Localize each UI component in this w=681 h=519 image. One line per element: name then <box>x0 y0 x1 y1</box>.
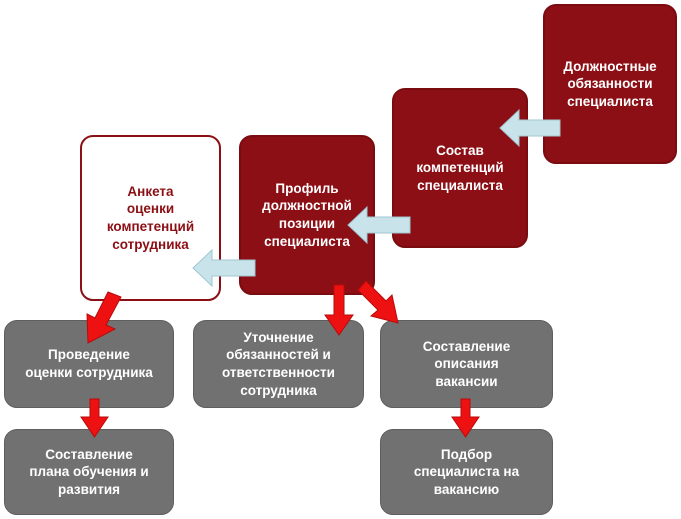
profile-text: Профиль должностной позиции специалиста <box>262 180 352 249</box>
training-plan-text: Составление плана обучения и развития <box>29 446 149 497</box>
profile-box: Профиль должностной позиции специалиста <box>239 135 375 295</box>
duties-box: Должностные обязанности специалиста <box>543 4 677 164</box>
duties-text: Должностные обязанности специалиста <box>563 58 657 109</box>
clarification-text: Уточнение обязанностей и ответственности… <box>222 329 335 398</box>
assessment-text: Проведение оценки сотрудника <box>25 347 153 380</box>
selection-text: Подбор специалиста на вакансию <box>413 446 520 497</box>
vacancy-description-text: Составление описания вакансии <box>422 338 511 389</box>
vacancy-description-box: Составление описания вакансии <box>380 320 553 408</box>
selection-box: Подбор специалиста на вакансию <box>380 429 553 515</box>
competencies-text: Состав компетенций специалиста <box>416 142 504 193</box>
competencies-box: Состав компетенций специалиста <box>392 88 528 248</box>
training-plan-box: Составление плана обучения и развития <box>4 429 174 515</box>
clarification-box: Уточнение обязанностей и ответственности… <box>193 320 364 408</box>
assessment-box: Проведение оценки сотрудника <box>4 320 174 408</box>
questionnaire-box: Анкета оценки компетенций сотрудника <box>80 135 221 301</box>
questionnaire-text: Анкета оценки компетенций сотрудника <box>106 183 195 252</box>
